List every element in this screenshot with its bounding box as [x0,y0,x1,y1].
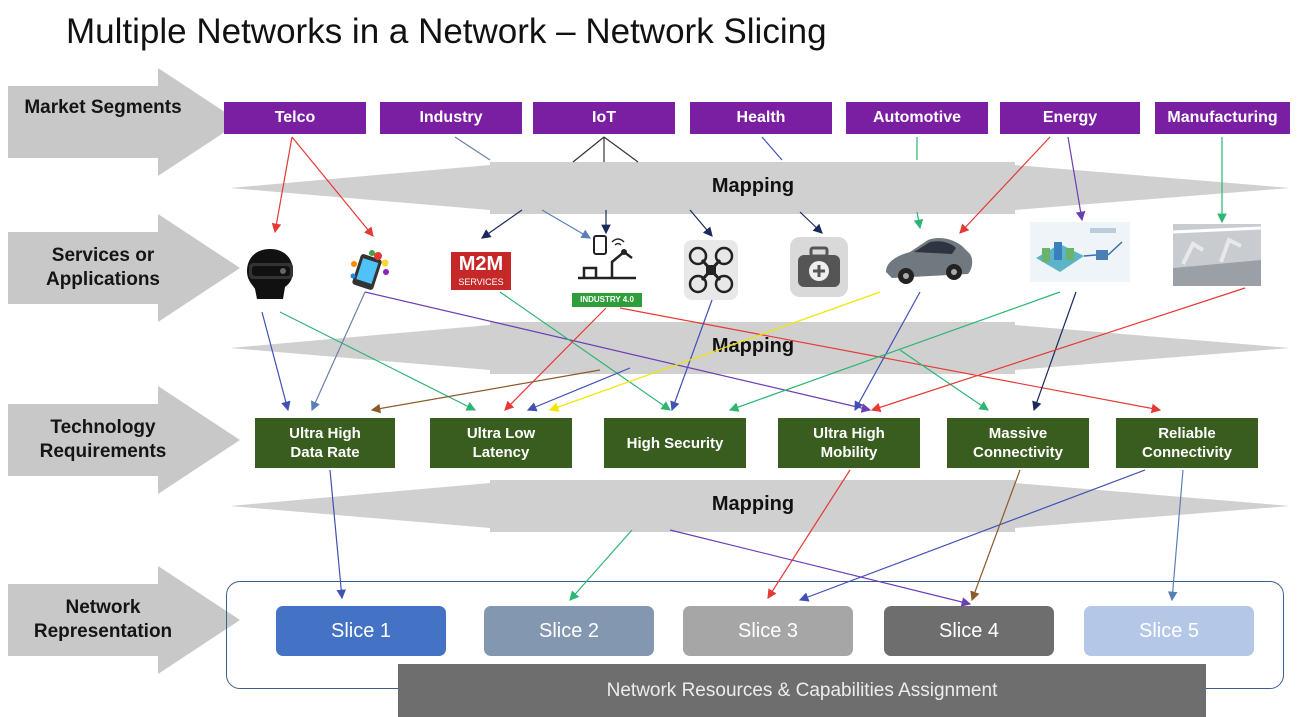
drone-icon [684,240,738,300]
car-icon [886,238,973,284]
requirement-line2: Connectivity [972,444,1063,461]
lane-arrow-technology [8,386,240,494]
smartphone-apps-icon [350,250,389,290]
lane-arrow-services [8,214,240,322]
slice-5: Slice 5 [1084,606,1254,656]
lane-label-technology: Technology Requirements [39,417,167,462]
slice-3: Slice 3 [683,606,853,656]
slice-4: Slice 4 [884,606,1054,656]
segment-automotive: Automotive [846,102,988,134]
segment-iot: IoT [533,102,675,134]
mapping-label-1: Mapping [711,175,795,197]
requirement-line2: Mobility [820,444,878,461]
requirement-line1: High Security [626,434,724,452]
medical-kit-icon [790,237,848,297]
requirement-line2: Connectivity [1141,444,1232,461]
segment-manufacturing: Manufacturing [1155,102,1290,134]
mapping-label-3: Mapping [711,493,795,515]
requirement-line1: Massive [988,425,1048,442]
industry-4-0-icon: INDUSTRY 4.0 [572,232,642,307]
requirement-line1: Reliable [1158,425,1216,442]
m2m-services-text: SERVICES [458,277,504,287]
mapping-label-2: Mapping [711,335,795,357]
vr-headset-icon [247,249,293,299]
requirement-line1: Ultra High [813,425,885,442]
mapping-band-2 [230,322,1290,374]
requirement-line1: Ultra High [289,425,361,442]
lane-label-market: Market Segments [24,97,182,118]
factory-robots-icon [1173,224,1261,286]
lane-label-network: Network Representation [33,597,173,642]
m2m-text: M2M [458,253,504,275]
robot-arm-icon [578,235,636,280]
segment-energy: Energy [1000,102,1140,134]
lane-arrow-network [8,566,240,674]
lane-label-services: Services or Applications [45,245,160,290]
segment-telco: Telco [224,102,366,134]
requirement-line2: Data Rate [290,444,360,461]
m2m-services-icon: M2M SERVICES [451,252,511,290]
resources-bar: Network Resources & Capabilities Assignm… [398,664,1206,717]
slice-2: Slice 2 [484,606,654,656]
slice-1: Slice 1 [276,606,446,656]
requirement-line1: Ultra Low [466,425,536,442]
lane-arrow-market [8,68,240,176]
requirement-line2: Latency [472,444,530,461]
page-title: Multiple Networks in a Network – Network… [66,12,827,51]
industry-4-0-label: INDUSTRY 4.0 [572,293,642,307]
segment-industry: Industry [380,102,522,134]
requirement-high-security: High Security [604,418,746,468]
mapping-band-3 [230,480,1290,532]
mapping-band-1 [230,162,1290,214]
segment-health: Health [690,102,832,134]
smart-grid-icon [1030,222,1130,282]
